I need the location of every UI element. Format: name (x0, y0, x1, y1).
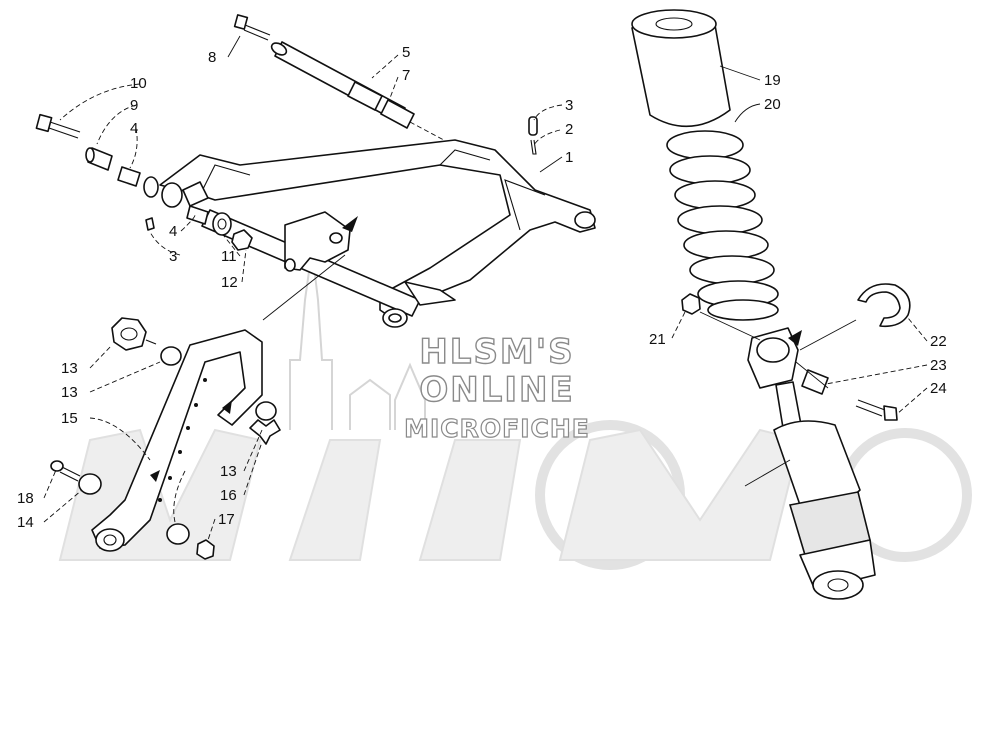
text-watermark: HLSM'S ONLINE MICROFICHE (404, 331, 590, 443)
spring-19 (666, 130, 779, 321)
bushing-22 (801, 369, 829, 395)
callout-4-bottom: 4 (169, 223, 177, 240)
callout-7: 9 (130, 97, 138, 114)
callout-9: 10 (130, 75, 147, 92)
swing-arm-assembly (35, 14, 596, 328)
callout-17: 18 (17, 490, 34, 507)
leader-lines (43, 35, 928, 541)
shock-assembly (631, 9, 911, 600)
callout-18: 19 (764, 72, 781, 89)
bolt-8 (233, 14, 271, 41)
callout-14: 15 (61, 410, 78, 427)
watermark-line-2: ONLINE (419, 370, 574, 410)
brand-wheel-right (838, 428, 973, 562)
callout-15: 16 (220, 487, 237, 504)
callout-21: 22 (930, 333, 947, 350)
callout-22: 23 (930, 357, 947, 374)
brand-swoosh (58, 428, 802, 561)
callout-8: 8 (208, 49, 216, 66)
shock-absorber-24 (747, 327, 876, 600)
boot-18 (631, 9, 731, 128)
callout-labels: 8 5 7 10 9 4 3 2 1 4 3 11 12 13 13 15 13… (17, 44, 947, 531)
brand-watermark (58, 249, 973, 570)
bolt-17 (50, 460, 81, 482)
watermark-line-3: MICROFICHE (404, 414, 590, 443)
washer-13-left (78, 473, 102, 495)
strap-14 (91, 329, 263, 552)
callout-13-upper: 13 (61, 384, 78, 401)
callout-3-right: 3 (565, 97, 573, 114)
callout-13-lower: 14 (17, 514, 34, 531)
callout-5: 5 (402, 44, 410, 61)
nut-20 (681, 293, 701, 315)
callout-1: 1 (565, 149, 573, 166)
bolt-23 (855, 399, 898, 421)
callout-12: 13 (61, 360, 78, 377)
callout-4-top: 4 (130, 120, 138, 137)
shock-mount-bracket (284, 211, 358, 272)
clip-21 (857, 283, 911, 328)
washer-13-mid (255, 401, 277, 421)
callout-11: 12 (221, 274, 238, 291)
watermark-line-1: HLSM'S (419, 332, 574, 372)
callout-16: 17 (218, 511, 235, 528)
callout-19: 20 (764, 96, 781, 113)
left-hardware (35, 113, 253, 251)
swing-arm-frame-1 (159, 139, 596, 328)
knob-12 (111, 317, 157, 351)
washer-13-top (160, 346, 182, 366)
wing-nut-15 (249, 419, 281, 445)
nut-16 (196, 539, 215, 560)
washer-13-bottom (166, 523, 190, 545)
callout-2: 2 (565, 121, 573, 138)
shaft-5-6 (270, 41, 456, 147)
callout-6: 7 (402, 67, 410, 84)
callout-23: 24 (930, 380, 947, 397)
callout-20: 21 (649, 331, 666, 348)
limiter-strap-assembly (50, 317, 281, 560)
callout-13-right: 13 (220, 463, 237, 480)
callout-3-left: 3 (169, 248, 177, 265)
callout-10: 11 (221, 248, 237, 265)
right-hardware (528, 116, 538, 155)
